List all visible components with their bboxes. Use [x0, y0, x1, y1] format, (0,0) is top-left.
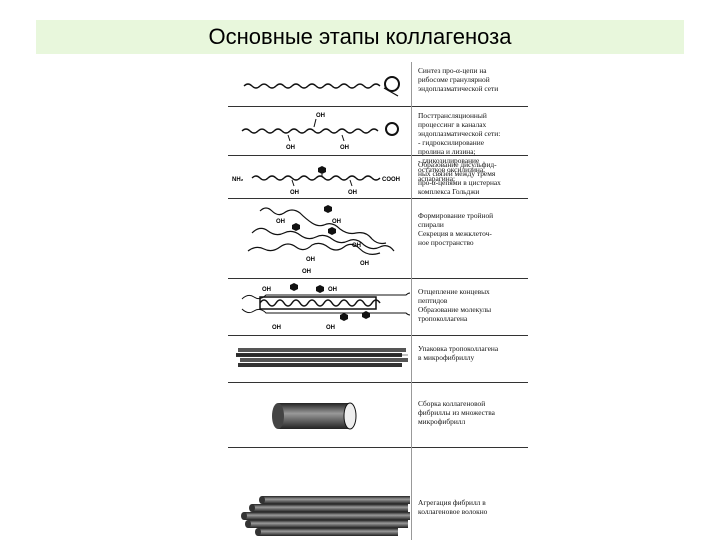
collagen-stages-figure: Синтез про-α-цепи на рибосоме гранулярно…: [228, 62, 528, 540]
sugar-hexagon-icon: [292, 223, 300, 231]
stage-4-illustration: OH OH OH OH OH OH: [247, 205, 395, 275]
oh-label: OH: [340, 145, 349, 151]
stage-3-description: Образование дисульфид- ных связей между …: [418, 160, 501, 196]
stage-divider: [228, 198, 528, 199]
stage-divider: [228, 106, 528, 107]
stage-1-description: Синтез про-α-цепи на рибосоме гранулярно…: [418, 66, 499, 93]
oh-label: OH: [302, 269, 311, 275]
sugar-hexagon-icon: [318, 166, 326, 174]
oh-label: OH: [290, 190, 299, 196]
stage-2-illustration: OH OH OH: [241, 113, 399, 151]
stage-divider: [228, 335, 528, 336]
oh-label: OH: [360, 261, 369, 267]
sugar-hexagon-icon: [328, 227, 336, 235]
stage-divider: [228, 278, 528, 279]
stage-5: OH OH OH OH Отщепление концевых пептидов…: [228, 279, 528, 335]
cooh-label: COOH: [382, 177, 400, 183]
stage-6: Упаковка тропоколлагена в микрофибриллу: [228, 336, 528, 382]
stage-1: Синтез про-α-цепи на рибосоме гранулярно…: [228, 62, 528, 106]
stage-8-illustration: [241, 496, 410, 536]
stage-8-description: Агрегация фибрилл в коллагеновое волокно: [418, 498, 488, 516]
stage-5-description: Отщепление концевых пептидов Образование…: [418, 287, 492, 323]
ribosome-icon: [385, 122, 399, 136]
slide-title: Основные этапы коллагеноза: [208, 24, 512, 49]
oh-label: OH: [272, 325, 281, 331]
stage-1-illustration: [243, 76, 400, 97]
stage-2-description: Посттрансляционный процессинг в каналах …: [418, 111, 501, 183]
stage-6-illustration: [236, 348, 408, 367]
sugar-hexagon-icon: [362, 311, 370, 319]
ribosome-icon: [384, 76, 400, 92]
title-bar: Основные этапы коллагеноза: [36, 20, 684, 54]
stage-divider: [228, 155, 528, 156]
column-separator: [411, 62, 412, 540]
stage-divider: [228, 447, 528, 448]
oh-label: OH: [286, 145, 295, 151]
stage-3: NH₂ COOH OH OH Образование дисульфид- ны…: [228, 156, 528, 198]
sugar-hexagon-icon: [324, 205, 332, 213]
oh-label: OH: [326, 325, 335, 331]
sugar-hexagon-icon: [340, 313, 348, 321]
stage-8: Агрегация фибрилл в коллагеновое волокно: [228, 448, 528, 540]
oh-label: OH: [316, 113, 325, 119]
nh2-label: NH₂: [232, 177, 244, 183]
stage-4-description: Формирование тройной спирали Секреция в …: [418, 211, 494, 247]
stage-7-illustration: [272, 402, 357, 430]
stage-7-description: Сборка коллагеновой фибриллы из множеств…: [418, 399, 495, 426]
stage-6-description: Упаковка тропоколлагена в микрофибриллу: [418, 344, 499, 362]
oh-label: OH: [332, 219, 341, 225]
oh-label: OH: [348, 190, 357, 196]
stage-2: OH OH OH Посттрансляционный процессинг в…: [228, 107, 528, 183]
oh-label: OH: [276, 219, 285, 225]
oh-label: OH: [352, 243, 361, 249]
oh-label: OH: [262, 287, 271, 293]
stage-5-illustration: OH OH OH OH: [241, 283, 410, 331]
fibril-cylinder: [278, 403, 350, 429]
stage-4: OH OH OH OH OH OH Формирование тройной с…: [228, 199, 528, 278]
stage-7: Сборка коллагеновой фибриллы из множеств…: [228, 383, 528, 447]
oh-label: OH: [328, 287, 337, 293]
oh-label: OH: [306, 257, 315, 263]
sugar-hexagon-icon: [316, 285, 324, 293]
sugar-hexagon-icon: [290, 283, 298, 291]
stage-divider: [228, 382, 528, 383]
stage-3-illustration: NH₂ COOH OH OH: [232, 166, 400, 196]
